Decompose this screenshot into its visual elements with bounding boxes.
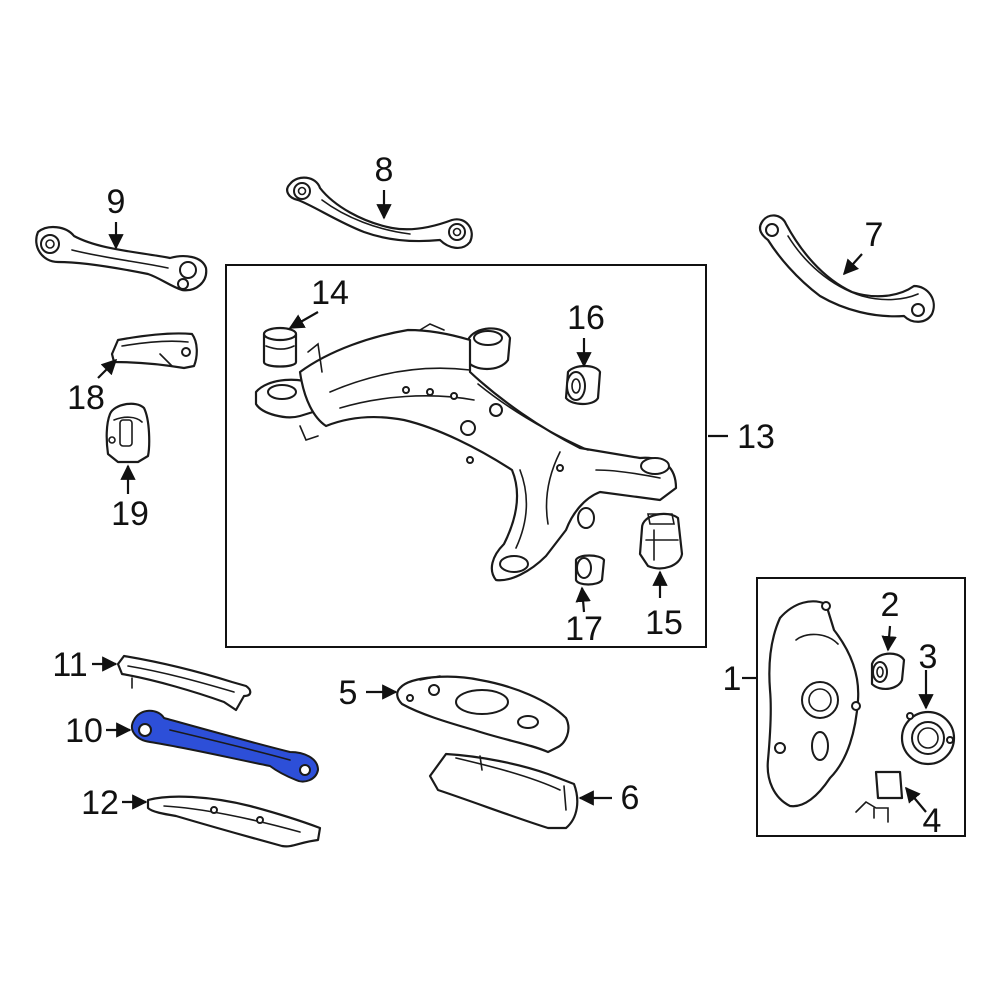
callout-8: 8 <box>375 151 394 189</box>
part-6-cover[interactable] <box>428 752 579 830</box>
callout-12: 12 <box>81 784 119 822</box>
callout-19: 19 <box>111 495 149 533</box>
part-5-lower-control-arm[interactable] <box>396 675 570 754</box>
part-10-lateral-link[interactable] <box>131 709 319 783</box>
part-16-bushing[interactable] <box>564 364 602 406</box>
part-7-control-arm[interactable] <box>758 214 935 323</box>
subframe-group-box <box>225 264 707 648</box>
callout-16: 16 <box>567 299 605 337</box>
part-18-bracket[interactable] <box>110 332 198 370</box>
callout-6: 6 <box>621 779 640 817</box>
callout-18: 18 <box>67 379 105 417</box>
callout-1: 1 <box>723 660 742 698</box>
part-14-bushing[interactable] <box>262 326 298 368</box>
part-3-hub-bearing[interactable] <box>900 710 956 766</box>
part-17-sleeve[interactable] <box>574 554 606 586</box>
part-9-control-arm[interactable] <box>35 226 208 292</box>
callout-7: 7 <box>865 216 884 254</box>
callout-4: 4 <box>923 802 942 840</box>
callout-13: 13 <box>737 418 775 456</box>
part-13-subframe[interactable] <box>254 323 678 582</box>
callout-14: 14 <box>311 274 349 312</box>
part-19-mount[interactable] <box>105 402 151 464</box>
part-12-shield[interactable] <box>146 795 322 848</box>
callout-11: 11 <box>52 646 87 684</box>
knuckle-group-box <box>756 577 966 837</box>
part-11-shield[interactable] <box>116 654 252 712</box>
leader-lines <box>92 190 934 813</box>
callout-labels: 9 8 7 14 16 13 18 19 17 15 11 10 12 5 6 … <box>52 151 941 840</box>
callout-15: 15 <box>645 604 683 642</box>
part-8-control-arm[interactable] <box>286 176 473 249</box>
part-2-bushing[interactable] <box>870 652 906 690</box>
callout-5: 5 <box>339 674 358 712</box>
callout-3: 3 <box>919 638 938 676</box>
callout-2: 2 <box>881 586 900 624</box>
callout-10: 10 <box>65 712 103 750</box>
part-15-mount[interactable] <box>638 512 684 570</box>
callout-17: 17 <box>565 610 603 648</box>
callout-9: 9 <box>107 183 126 221</box>
part-1-knuckle[interactable] <box>766 600 861 808</box>
part-4-bracket[interactable] <box>855 770 904 823</box>
